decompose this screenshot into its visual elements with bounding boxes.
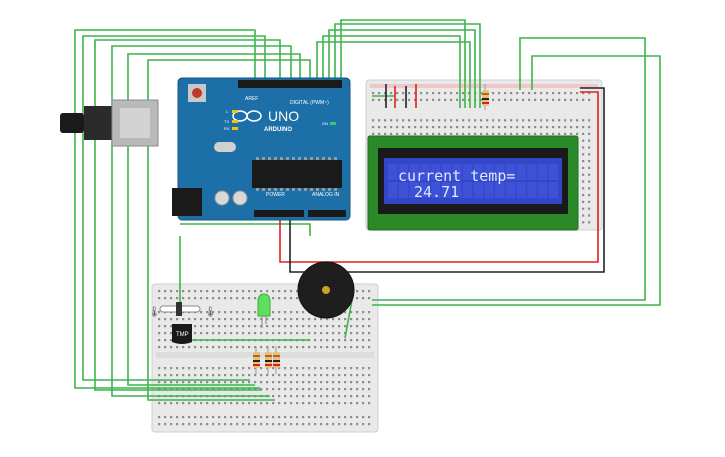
resistors-bottom[interactable] [253,346,280,374]
board-brand: ARDUINO [264,127,292,133]
green-wires [74,19,661,401]
piezo-buzzer[interactable] [297,261,355,319]
temp-slider-handle[interactable] [176,302,182,316]
atmega-chip [252,160,342,188]
aref-label: AREF [245,96,258,102]
rx-label: RX [224,126,230,131]
on-led [330,122,336,125]
usb-connector [60,99,159,147]
digital-header [238,80,342,88]
power-header [254,210,304,217]
resistor-top[interactable] [482,84,489,110]
arduino-uno-board[interactable]: AREF DIGITAL (PWM~) UNO ARDUINO TX RX L … [172,77,351,221]
power-wires [279,84,605,273]
sensor-label: TMP [176,332,189,338]
reset-button-cap [192,88,202,98]
green-led[interactable] [257,293,271,328]
power-label: POWER [266,192,285,198]
on-label: ON [322,121,328,126]
thermometer-cold-icon: 🌡 [148,306,161,318]
temperature-sensor[interactable]: 🌡 🌡 TMP [148,302,217,344]
lcd-character-cells [388,164,558,198]
lcd-line-2: 24.71 [414,183,459,201]
crystal-oscillator [214,142,236,152]
tx-led [232,120,238,123]
lcd-line-1: current temp= [398,167,515,185]
analog-header [308,210,346,217]
l-label: L [226,109,229,114]
buzzer-center [322,286,330,294]
power-jack [172,188,202,216]
thermometer-hot-icon: 🌡 [204,306,217,318]
capacitor-1 [214,190,230,206]
l-led [232,110,238,113]
capacitor-2 [232,190,248,206]
board-model: UNO [268,108,299,124]
lcd-display[interactable]: current temp= 24.71 [367,135,579,231]
digital-label: DIGITAL (PWM~) [290,100,329,106]
analog-label: ANALOG IN [312,192,340,198]
tx-label: TX [224,119,229,124]
rx-led [232,127,238,130]
